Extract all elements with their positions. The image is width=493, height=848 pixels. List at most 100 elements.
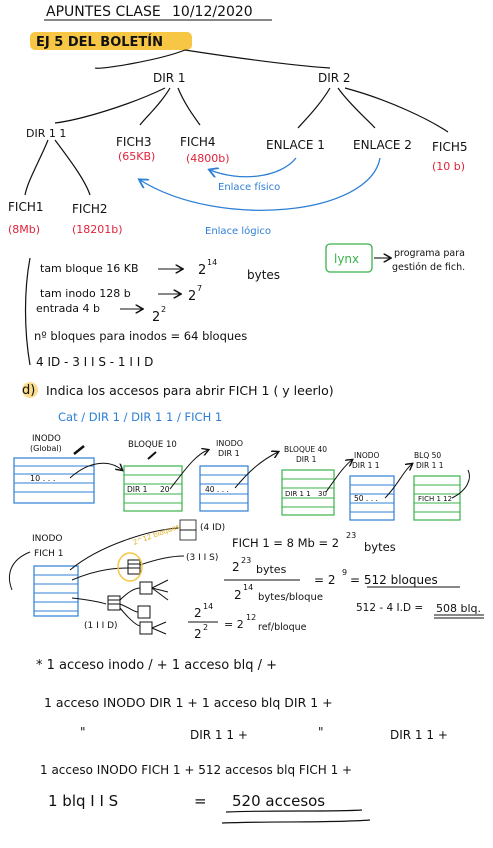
bloque40-box: DIR 1 1 30	[281, 469, 335, 516]
calc-fich1-pow: 23	[346, 531, 356, 540]
fich4-size: (4800b)	[186, 152, 230, 165]
node-fich1: FICH1	[8, 200, 43, 214]
bloque10-row-b: 20	[160, 485, 170, 494]
lynx-label: lynx	[334, 252, 359, 266]
blq50-title: BLQ 50	[414, 451, 441, 460]
header-title: APUNTES CLASE	[46, 4, 161, 20]
ref-num-pow: 14	[203, 602, 213, 611]
access-line-4: 1 acceso INODO FICH 1 + 512 accesos blq …	[40, 763, 352, 777]
label-1iid: (1 I I D)	[84, 621, 118, 631]
highlight-marker	[30, 32, 192, 50]
tree-edges	[24, 49, 449, 196]
enlace-logico-label: Enlace lógico	[205, 225, 271, 237]
ref-result-tail: ref/bloque	[258, 622, 307, 633]
node-enlace1: ENLACE 1	[266, 138, 325, 152]
ref-result-pow: 12	[246, 613, 256, 622]
inodo-global-row: 10 . . .	[30, 474, 55, 483]
calc-remaining-result: 508 blq.	[436, 602, 481, 615]
fich5-size: (10 b)	[432, 160, 465, 173]
spec-inodo-pow: 7	[197, 284, 202, 293]
spec-bloque: tam bloque 16 KB	[40, 262, 139, 275]
node-enlace2: ENLACE 2	[353, 138, 412, 152]
bloque10-title: BLOQUE 10	[128, 440, 177, 450]
inodo-global-box: 10 . . .	[13, 457, 95, 504]
frac-result-pow: 9	[342, 568, 347, 577]
spec-bloque-base: 2	[198, 263, 206, 278]
bloque40-title: BLOQUE 40	[284, 445, 327, 454]
spec-entrada-base: 2	[152, 310, 160, 325]
inodo-global-sub: (Global)	[30, 444, 62, 453]
access-line-5a: 1 blq I I S	[48, 792, 118, 810]
question-text: Indica los accesos para abrir FICH 1 ( y…	[46, 383, 334, 398]
frac-num-pow: 23	[241, 556, 251, 565]
node-fich4: FICH4	[180, 135, 215, 149]
frac-result-tail: = 512 bloques	[350, 573, 438, 587]
frac-num: 2	[232, 560, 240, 574]
question-label: d)	[22, 383, 35, 398]
ref-num: 2	[194, 606, 202, 620]
ref-result: = 2	[224, 618, 244, 631]
frac-den-pow: 14	[243, 583, 253, 592]
blq50-sub: DIR 1 1	[416, 461, 444, 470]
ref-den-pow: 2	[203, 623, 208, 632]
access-line-5b: =	[194, 792, 207, 810]
inodo-dir1-title: INODO	[216, 439, 243, 448]
lynx-box	[325, 243, 373, 273]
access-line-2: 1 acceso INODO DIR 1 + 1 acceso blq DIR …	[44, 695, 333, 710]
enlace-logico-arrow	[140, 157, 381, 211]
node-fich3: FICH3	[116, 135, 151, 149]
ref-den: 2	[194, 627, 202, 641]
spec-punteros: 4 ID - 3 I I S - 1 I I D	[36, 355, 153, 369]
inodo-dir11-row: 50 . . .	[354, 494, 378, 503]
directory-tree: DIR 1 DIR 2 DIR 1 1 FICH3 (65KB) FICH4 (…	[8, 71, 467, 236]
node-dir2: DIR 2	[318, 71, 351, 85]
inode-fich1-diagram: INODO FICH 1	[8, 519, 225, 635]
access-chain: INODO (Global) 10 . . . BLOQUE 10 DIR 1 …	[13, 434, 470, 521]
access-result-total: 520 accesos	[232, 792, 325, 810]
node-dir11: DIR 1 1	[26, 127, 66, 140]
header: APUNTES CLASE 10/12/2020	[44, 4, 272, 21]
lynx-note: lynx programa para gestión de fich.	[325, 243, 465, 273]
header-date: 10/12/2020	[172, 4, 253, 20]
node-fich2: FICH2	[72, 202, 107, 216]
label-4id: (4 ID)	[200, 523, 225, 533]
blq50-row: FICH 1 12	[418, 495, 452, 503]
fich1-size: (8Mb)	[8, 223, 40, 236]
lynx-note-line1: programa para	[394, 248, 465, 259]
inodo-dir1-sub: DIR 1	[218, 449, 240, 458]
fich3-size: (65KB)	[118, 150, 155, 163]
exercise-title: EJ 5 DEL BOLETÍN	[36, 34, 163, 50]
inodo-dir1-box: 40 . . .	[199, 465, 249, 512]
inodo-dir11-sub: DIR 1 1	[352, 461, 380, 470]
label-3iis: (3 I I S)	[186, 553, 218, 563]
access-line-3a: "	[80, 725, 86, 739]
calc-fich1: FICH 1 = 8 Mb = 2	[232, 536, 339, 550]
node-fich5: FICH5	[432, 140, 467, 154]
bloque40-sub: DIR 1	[296, 455, 317, 464]
bloque40-row-a: DIR 1 1	[285, 490, 311, 498]
yellow-annotation: 2^12 bloques	[132, 522, 181, 546]
bloque40-row-b: 30	[318, 490, 327, 498]
exercise-heading: EJ 5 DEL BOLETÍN	[30, 32, 192, 50]
link-arrows: Enlace físico Enlace lógico	[140, 157, 381, 237]
lynx-note-line2: gestión de fich.	[392, 262, 465, 273]
frac-den: 2	[234, 588, 242, 602]
enlace-fisico-label: Enlace físico	[218, 181, 280, 193]
inodo-dir11-title: INODO	[354, 451, 380, 460]
spec-nbloques: nº bloques para inodos = 64 bloques	[34, 329, 247, 343]
access-summary: * 1 acceso inodo / + 1 acceso blq / + 1 …	[36, 658, 448, 824]
inode-fich1-title-1: INODO	[32, 534, 63, 544]
inode-fich1-title-2: FICH 1	[34, 549, 63, 559]
specs-block: tam bloque 16 KB 2 14 bytes tam inodo 12…	[24, 257, 280, 369]
calc-remaining: 512 - 4 I.D =	[356, 602, 423, 614]
spec-entrada: entrada 4 b	[36, 302, 100, 315]
inodo-dir11-box: 50 . . .	[349, 475, 395, 521]
node-dir1: DIR 1	[153, 71, 186, 85]
access-line-3b: DIR 1 1 +	[190, 728, 248, 742]
calc-fich1-unit: bytes	[364, 540, 396, 554]
highlight-circle	[117, 552, 143, 582]
bloque10-box: DIR 1 20	[123, 465, 183, 512]
spec-inodo: tam inodo 128 b	[40, 287, 131, 300]
